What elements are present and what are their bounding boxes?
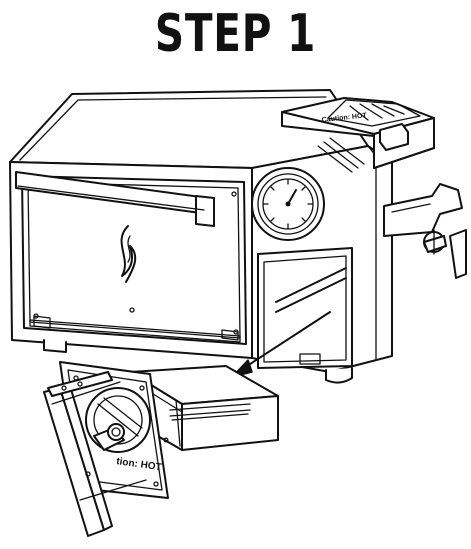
temperature-gauge <box>251 167 325 241</box>
vent-slots <box>317 137 365 173</box>
flame-logo-icon <box>120 225 137 283</box>
side-bracket <box>383 183 467 279</box>
ash-tray-opening <box>257 247 353 369</box>
hopper-lid: Caution: HOT <box>281 97 435 169</box>
lid-label: Caution: HOT <box>321 112 367 124</box>
door-handle <box>15 171 215 227</box>
front-door-panel <box>21 175 247 345</box>
tray-front-plate: tion: HOT <box>43 361 169 537</box>
step-title: STEP 1 <box>154 4 317 64</box>
